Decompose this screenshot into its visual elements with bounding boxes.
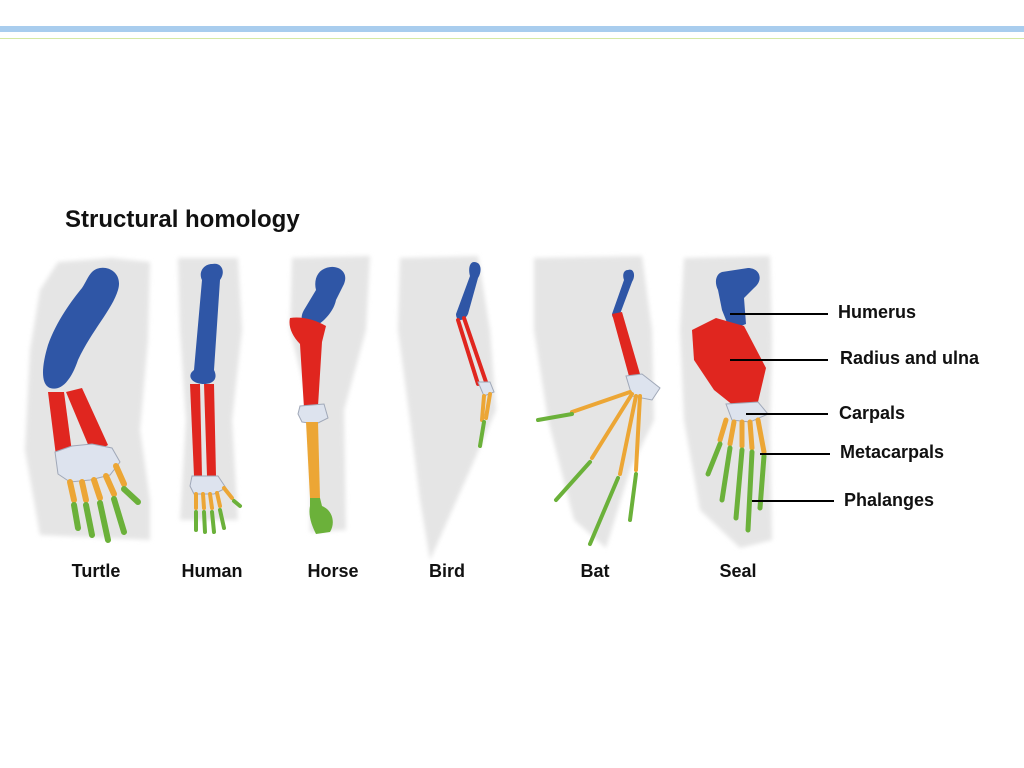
human-carpals xyxy=(189,475,227,495)
seal-phalanges xyxy=(705,441,767,533)
legend-metacarpals: Metacarpals xyxy=(840,442,945,462)
legend-carpals: Carpals xyxy=(839,403,906,423)
bat-limb xyxy=(534,256,661,548)
legend-radius-ulna: Radius and ulna xyxy=(840,348,980,368)
leader-humerus xyxy=(730,313,828,315)
human-radius xyxy=(190,384,202,476)
limb-label-turtle: Turtle xyxy=(71,561,121,581)
limb-label-seal: Seal xyxy=(719,561,757,581)
horse-metacarpal xyxy=(306,422,320,498)
seal-radius-ulna xyxy=(692,318,766,406)
bird-radius-ulna xyxy=(456,316,488,386)
bat-phalanges xyxy=(536,412,638,546)
bird-limb xyxy=(398,256,496,560)
leader-radius-ulna xyxy=(730,359,828,361)
limb-label-bat: Bat xyxy=(580,561,610,581)
bat-radius xyxy=(612,312,640,380)
limb-label-human: Human xyxy=(181,561,243,581)
human-limb xyxy=(178,258,242,534)
horse-humerus xyxy=(301,266,346,327)
human-humerus xyxy=(190,263,223,384)
legend-humerus: Humerus xyxy=(838,302,917,322)
bird-phalanges xyxy=(478,420,486,448)
turtle-limb xyxy=(25,258,150,543)
bat-metacarpals xyxy=(570,390,642,476)
seal-metacarpals xyxy=(717,417,767,455)
human-metacarpals xyxy=(194,486,234,510)
bird-metacarpals xyxy=(480,392,492,422)
horse-radius-ulna xyxy=(289,317,326,408)
turtle-phalanges xyxy=(71,486,141,543)
turtle-ulna xyxy=(66,388,108,454)
limb-label-bird: Bird xyxy=(429,561,465,581)
human-ulna xyxy=(204,384,216,476)
turtle-humerus xyxy=(43,267,120,389)
bird-humerus xyxy=(456,262,481,320)
legend-phalanges: Phalanges xyxy=(844,490,935,510)
human-phalanges xyxy=(194,499,242,534)
leader-phalanges xyxy=(752,500,834,502)
horse-limb xyxy=(289,256,370,534)
header-band xyxy=(0,26,1024,32)
bat-humerus xyxy=(612,269,635,319)
bird-skin xyxy=(398,256,496,560)
seal-humerus xyxy=(715,268,760,330)
leader-carpals xyxy=(746,413,828,415)
turtle-radius xyxy=(48,392,72,456)
turtle-metacarpals xyxy=(67,463,127,503)
limb-label-horse: Horse xyxy=(307,561,359,581)
seal-limb xyxy=(680,256,772,548)
horse-phalanges xyxy=(309,498,333,534)
leader-metacarpals xyxy=(760,453,830,455)
slide-title: Structural homology xyxy=(65,206,300,233)
header-rule xyxy=(0,38,1024,39)
